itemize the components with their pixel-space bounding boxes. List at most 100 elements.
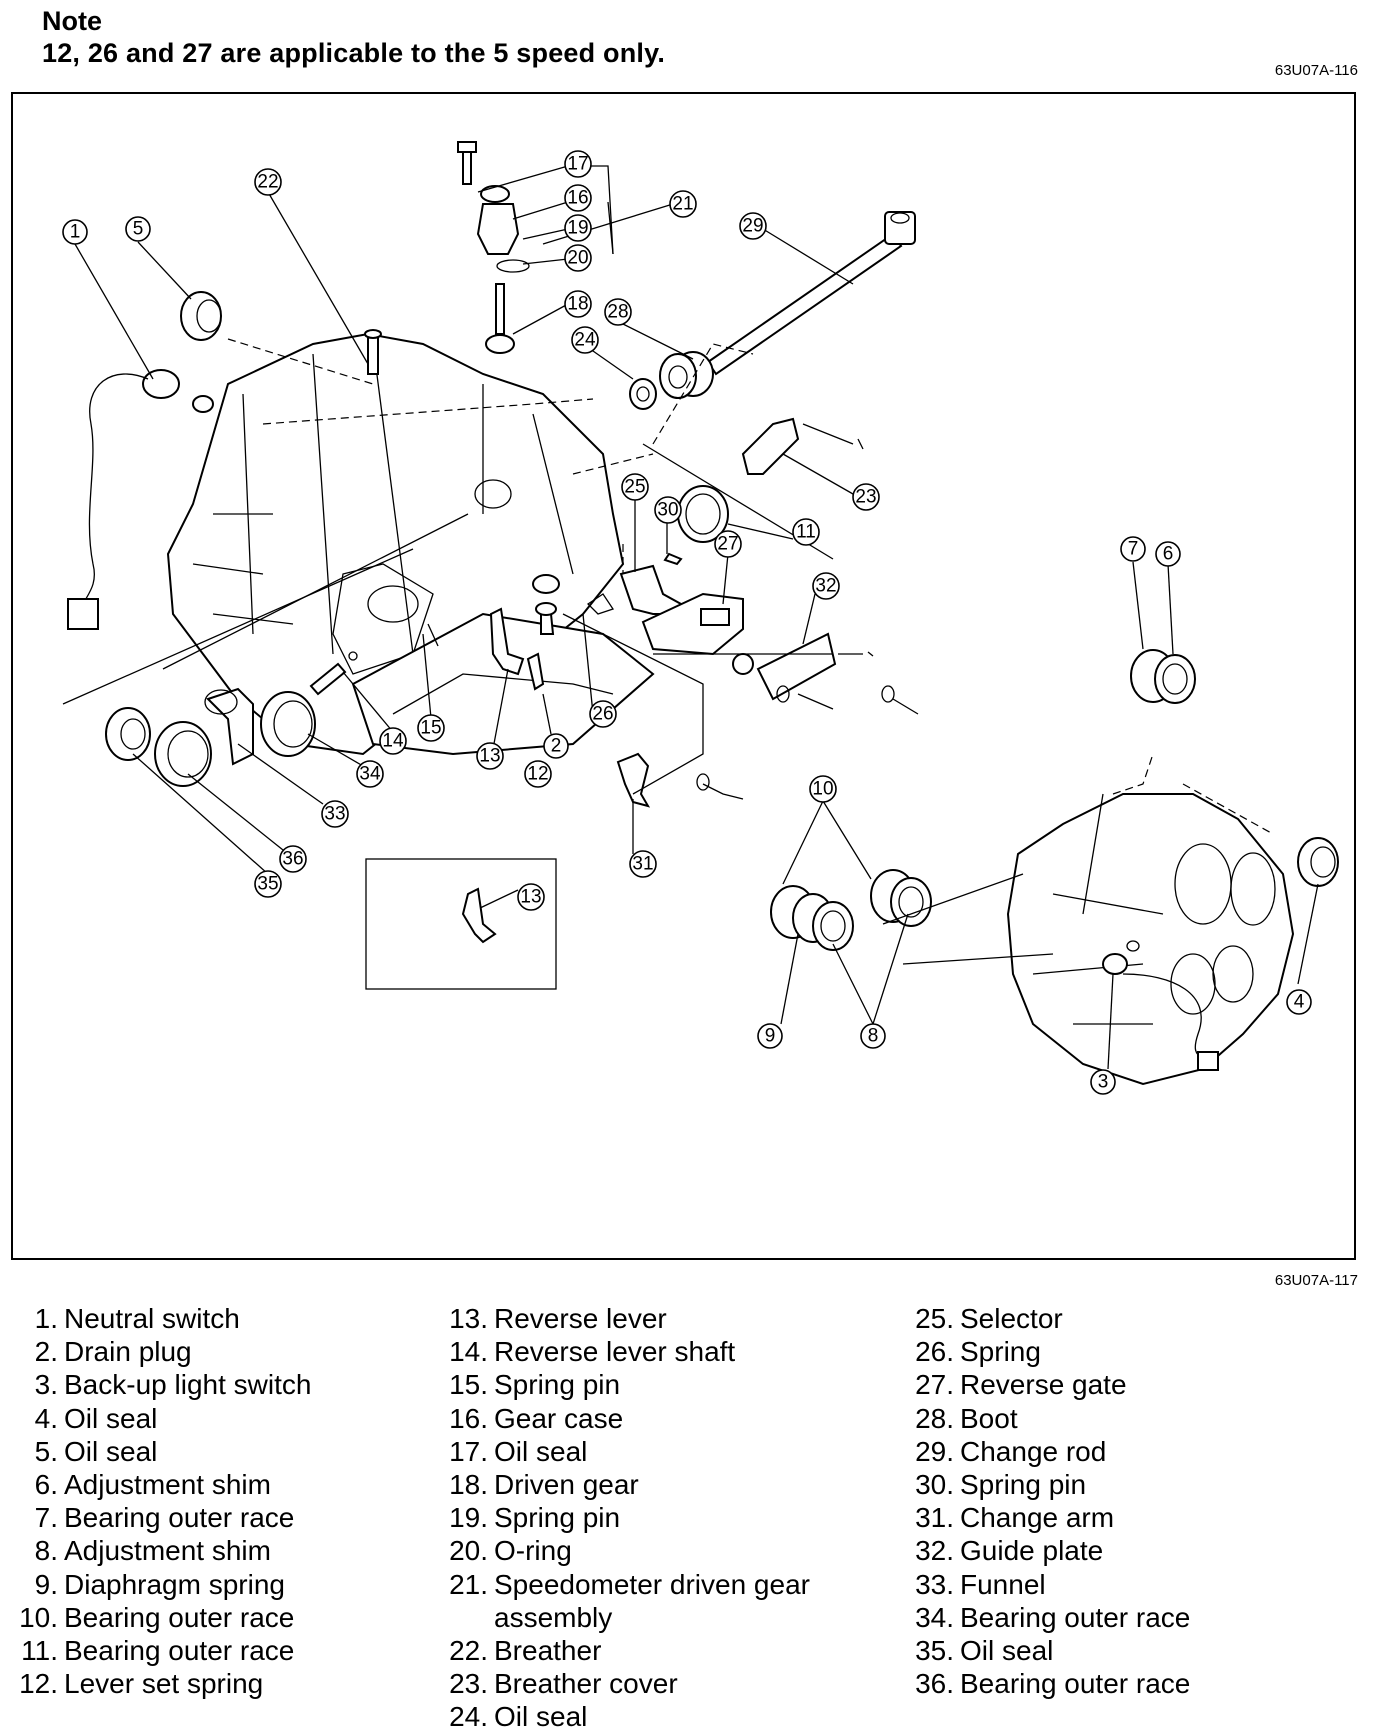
callout-26: 26 [589,700,617,728]
legend-item-label: Reverse lever shaft [494,1336,736,1368]
legend-item-label: Gear case [494,1402,624,1434]
clutch-housing [1006,793,1295,1086]
legend-item-number: 34. [915,1601,954,1633]
svg-text:7: 7 [1128,539,1139,560]
legend-item-label: Guide plate [960,1535,1104,1567]
callout-28: 28 [604,298,632,326]
svg-text:5: 5 [133,219,144,240]
legend-item-number: 16. [449,1402,488,1434]
callout-18: 18 [564,290,592,318]
callout-13-inset: 13 [517,883,545,911]
speedometer-driven-gear-assembly [457,141,530,354]
legend-item-label: Boot [960,1402,1018,1434]
callout-leaders [74,165,1319,1070]
reverse-lever-parts [427,574,615,691]
bearing-races-right [770,649,1196,951]
svg-text:14: 14 [382,731,404,752]
figure-code-bottom: 63U07A-117 [1274,1272,1358,1289]
legend-item: 33.Funnel [902,1568,1190,1601]
legend-item-number: 8. [34,1535,58,1567]
callout-36: 36 [279,845,307,873]
svg-text:26: 26 [592,704,613,725]
legend-item-number: 1. [34,1303,58,1334]
legend-item-number: 4. [34,1402,58,1434]
legend-item-number: 22. [449,1635,488,1667]
callout-33: 33 [321,800,349,828]
svg-text:33: 33 [324,804,345,825]
callout-29: 29 [739,212,767,240]
legend-item-label: Neutral switch [64,1303,240,1334]
callout-12: 12 [524,760,552,788]
callout-13: 13 [476,742,504,770]
callout-17: 17 [564,150,592,178]
svg-text:8: 8 [868,1026,879,1047]
svg-text:17: 17 [567,154,588,175]
legend-item-number: 21. [449,1568,488,1600]
bearing-races-left [105,687,316,787]
legend-item-label: O-ring [494,1535,572,1567]
callout-16: 16 [564,184,592,212]
legend-item-number: 10. [19,1601,58,1633]
legend-item: 4.Oil seal [6,1402,311,1435]
svg-text:18: 18 [567,294,588,315]
legend-item-number: 28. [915,1402,954,1434]
svg-text:20: 20 [567,248,588,269]
legend-item-number: 30. [915,1469,954,1501]
legend-item: 35.Oil seal [902,1634,1190,1667]
legend-item-number: 25. [915,1303,954,1334]
svg-text:25: 25 [624,477,645,498]
callout-22: 22 [254,168,282,196]
svg-text:32: 32 [815,576,836,597]
legend-item: assembly [436,1601,810,1634]
callout-27: 27 [714,530,742,558]
callout-20: 20 [564,244,592,272]
legend-item: 28.Boot [902,1402,1190,1435]
callout-21: 21 [669,190,697,218]
callout-14: 14 [379,727,407,755]
callout-24: 24 [571,326,599,354]
legend-item-label: Spring pin [494,1502,621,1534]
legend-item-label: Adjustment shim [64,1469,271,1501]
legend-item: 11.Bearing outer race [6,1634,311,1667]
legend-item-number: 14. [449,1336,488,1368]
oil-seal-5 [180,291,222,341]
callout-31: 31 [629,850,657,878]
legend-item-number: 33. [915,1568,954,1600]
note-title: Note [42,6,102,36]
callout-11: 11 [792,518,820,546]
note-text: 12, 26 and 27 are applicable to the 5 sp… [42,38,666,68]
selector-and-reverse-gate [619,552,744,656]
callout-19: 19 [564,214,592,242]
legend-item-label: Oil seal [494,1701,588,1733]
legend-item: 10.Bearing outer race [6,1601,311,1634]
legend-item-number: 32. [915,1535,954,1567]
callout-35: 35 [254,870,282,898]
legend-item-label: Adjustment shim [64,1535,271,1567]
legend-item: 34.Bearing outer race [902,1601,1190,1634]
legend-item-label: Funnel [960,1568,1046,1600]
legend-item: 32.Guide plate [902,1534,1190,1567]
svg-text:11: 11 [796,522,816,543]
legend-item: 26.Spring [902,1335,1190,1368]
svg-text:10: 10 [812,779,833,800]
callouts: 1 2 3 4 5 6 7 8 9 10 11 12 13 14 15 16 1… [62,150,1312,1095]
legend-item-number: 3. [34,1369,58,1401]
svg-text:23: 23 [855,487,876,508]
legend-item-number: 19. [449,1502,488,1534]
callout-15: 15 [417,714,445,742]
legend-item: 3.Back-up light switch [6,1368,312,1401]
legend-item-label: Change arm [960,1502,1115,1534]
legend-item: 12.Lever set spring [6,1667,311,1700]
legend-item-label: Drain plug [64,1336,192,1368]
legend-item: 19.Spring pin [436,1501,810,1534]
callout-1: 1 [62,219,88,245]
legend-item: 18.Driven gear [436,1468,810,1501]
svg-text:28: 28 [607,302,628,323]
legend-item: 25.Selector [902,1302,1190,1335]
callout-23: 23 [852,483,880,511]
legend-item-number: 18. [449,1469,488,1501]
callout-34: 34 [356,760,384,788]
legend-item-label: Breather cover [494,1668,678,1700]
exploded-diagram: 1 2 3 4 5 6 7 8 9 10 11 12 13 14 15 16 1… [11,92,1356,1260]
